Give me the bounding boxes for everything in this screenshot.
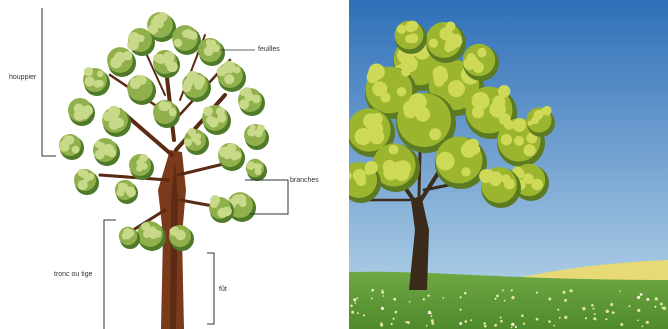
grass-meadow — [349, 272, 668, 329]
fut-bracket — [207, 253, 214, 324]
label-tronc-ou-tige: tronc ou tige — [54, 271, 93, 278]
label-feuilles: feuilles — [258, 46, 280, 53]
label-houppier: houppier — [9, 74, 36, 81]
label-branches: branches — [290, 177, 319, 184]
tree-photo — [349, 0, 668, 329]
tree-photo-scene — [349, 0, 668, 329]
houppier-bracket — [42, 8, 56, 156]
tronc-bracket — [104, 220, 116, 329]
label-fut: fût — [219, 286, 227, 293]
tree-diagram-illustration: houppier feuilles branches tronc ou tige… — [0, 0, 345, 329]
tree-illustration — [0, 0, 345, 329]
